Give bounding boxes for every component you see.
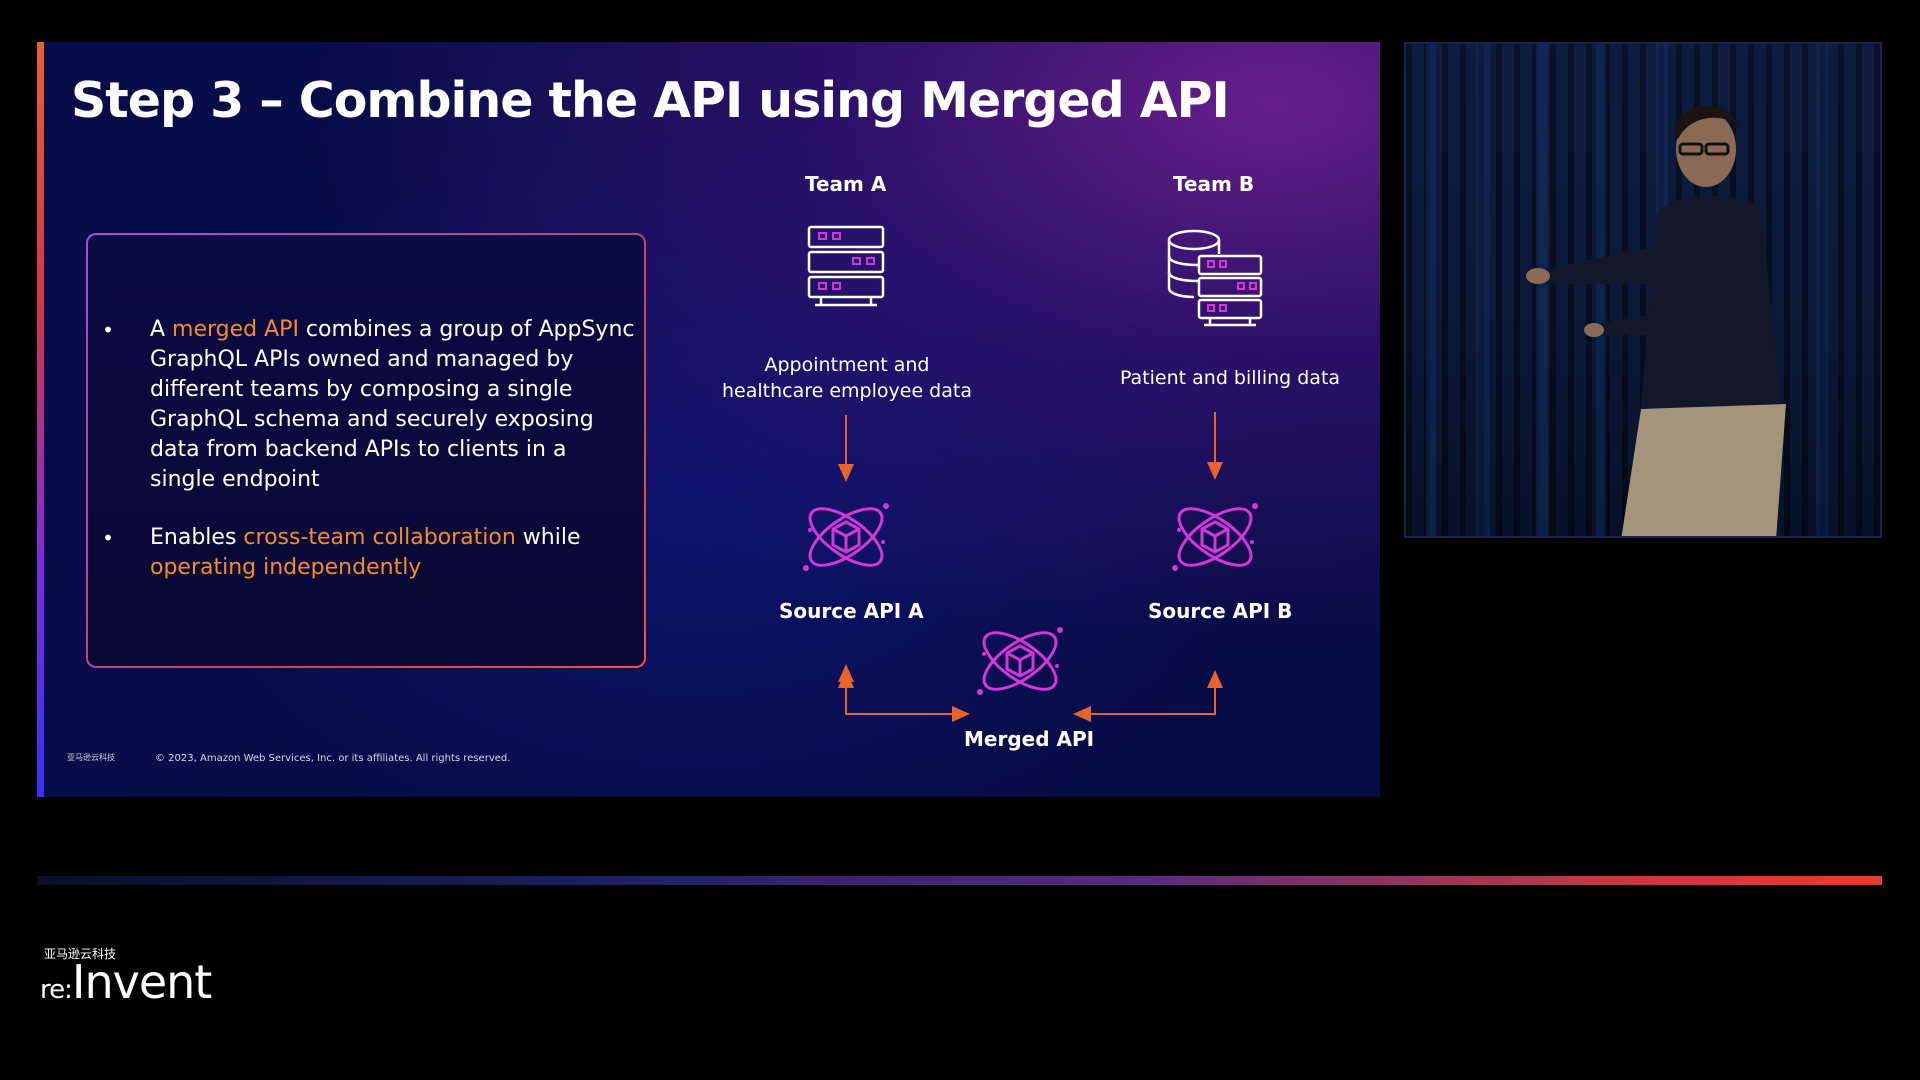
merged-api-label: Merged API [964,727,1095,751]
event-brand-cn: 亚马逊云科技 [44,947,117,961]
connector-source-a-merged [845,673,970,722]
bullet-item: •Enables cross-team collaboration while … [100,523,635,583]
reinvent-logo: re:Invent [40,955,212,1009]
bullet-marker: • [102,526,114,550]
bullet-text: combines a group of AppSync GraphQL APIs… [150,317,635,492]
presentation-slide: Step 3 – Combine the API using Merged AP… [37,42,1380,797]
appsync-api-icon [800,494,892,584]
bullet-text: A [150,317,173,342]
speaker-figure [1426,44,1828,536]
team-b-description: Patient and billing data [1119,367,1341,389]
bullet-highlight-text: operating independently [150,555,422,580]
slide-accent-edge [37,42,44,797]
connector-source-b-merged [1073,673,1216,722]
bullet-highlight-text: cross-team collaboration [243,525,516,550]
server-stack-icon [807,225,885,313]
bullet-text: while [515,525,581,550]
bullet-highlight-text: merged API [172,317,299,342]
bullet-list: • A merged API combines a group of AppSyn… [100,315,635,611]
speaker-video [1404,42,1882,538]
database-server-icon [1166,228,1264,332]
source-api-b-label: Source API B [1148,599,1293,623]
reinvent-logo-invent: Invent [71,955,212,1009]
bullet-item: • A merged API combines a group of AppSyn… [100,315,635,495]
slide-title: Step 3 – Combine the API using Merged AP… [71,72,1230,129]
source-api-a-label: Source API A [779,599,924,623]
bullet-text: Enables [150,525,244,550]
team-a-description-line1: Appointment and [764,354,930,376]
team-b-label: Team B [1173,172,1255,196]
reinvent-logo-re: re: [40,975,73,1005]
team-a-description: Appointment and healthcare employee data [717,352,977,404]
bullet-marker: • [102,318,114,342]
aws-logo: 亚马逊云科技 [67,753,115,762]
team-a-description-line2: healthcare employee data [722,380,972,402]
team-a-label: Team A [805,172,887,196]
appsync-api-icon [974,618,1066,708]
event-gradient-bar [37,876,1882,885]
appsync-api-icon [1169,494,1261,584]
copyright-text: © 2023, Amazon Web Services, Inc. or its… [155,753,511,764]
bullet-box: • A merged API combines a group of AppSyn… [86,233,646,668]
